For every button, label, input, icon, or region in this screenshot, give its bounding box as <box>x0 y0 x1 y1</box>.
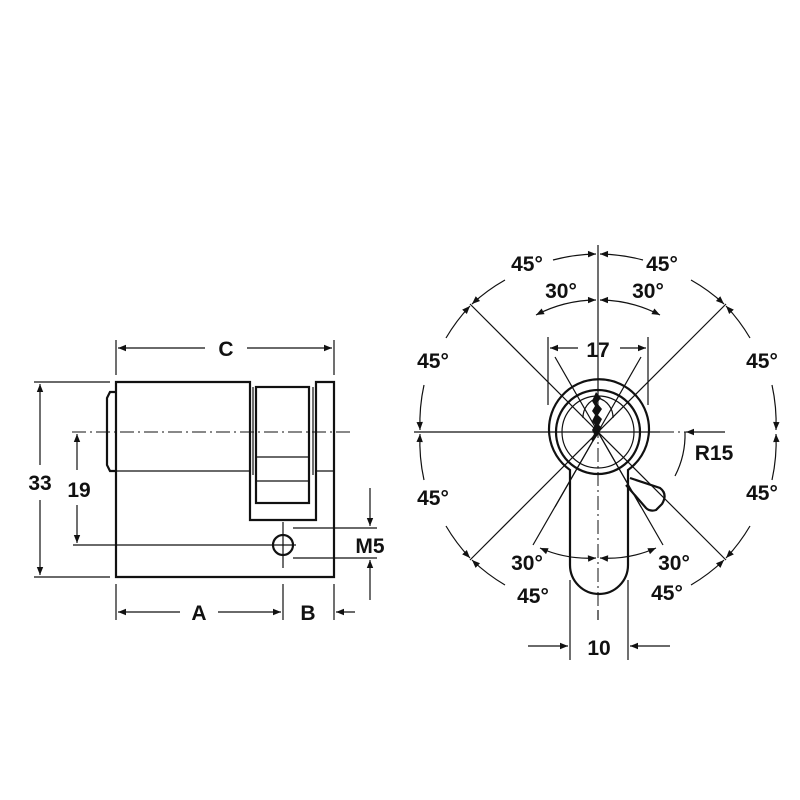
cylinder-body <box>114 380 336 579</box>
dim-b-label: B <box>300 602 315 625</box>
angle-label: 45° <box>746 350 778 373</box>
angle-label: 30° <box>658 552 690 575</box>
dim-33-label: 33 <box>28 472 51 495</box>
angle-label: 45° <box>511 253 543 276</box>
dim-17-label: 17 <box>586 339 609 362</box>
angle-label: 45° <box>417 487 449 510</box>
dim-10-label: 10 <box>587 637 610 660</box>
cylinder-profile <box>547 378 651 596</box>
dim-c-label: C <box>218 338 233 361</box>
radius-label: R15 <box>695 442 734 465</box>
dim-a-label: A <box>191 602 206 625</box>
dim-m5-label: M5 <box>355 535 384 558</box>
angle-label: 45° <box>417 350 449 373</box>
side-view: C 33 19 M5 A B <box>28 338 385 625</box>
dim-19-label: 19 <box>67 479 90 502</box>
angle-label: 30° <box>511 552 543 575</box>
angle-label: 30° <box>632 280 664 303</box>
angle-label: 45° <box>746 482 778 505</box>
cam-slot <box>254 385 311 505</box>
front-view: 17 10 R15 45° 45° 30° 30° 45° 45° 45° 45… <box>414 245 780 660</box>
angle-label: 45° <box>651 582 683 605</box>
angle-label: 45° <box>517 585 549 608</box>
angle-label: 45° <box>646 253 678 276</box>
angle-label: 30° <box>545 280 577 303</box>
cam <box>625 476 666 512</box>
